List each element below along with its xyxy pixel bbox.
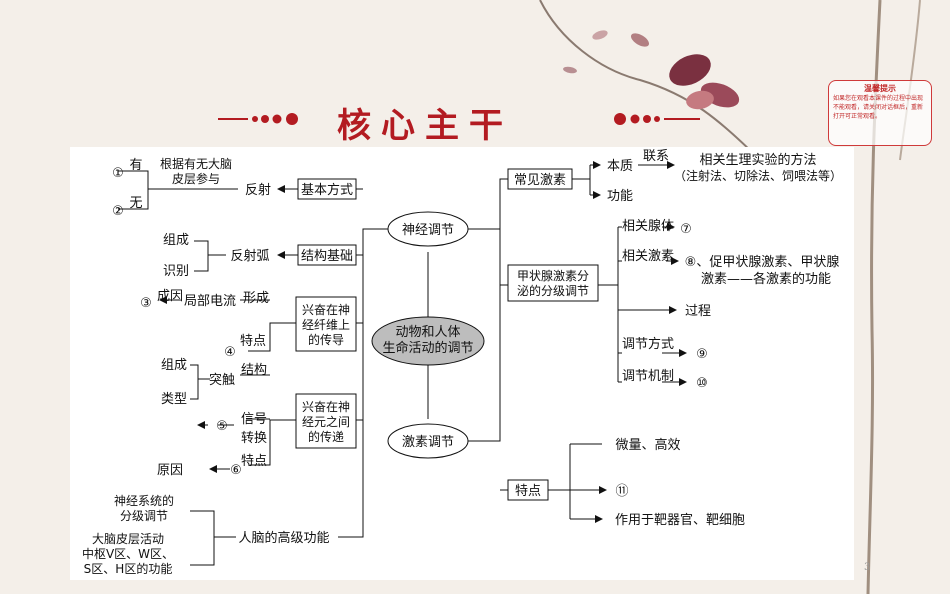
hormonal-regulation-label: 激素调节	[402, 435, 454, 450]
fiber-conduction-box	[295, 296, 357, 352]
page-number: 3	[864, 562, 871, 573]
hormone-functions-label: 激素——各激素的功能	[701, 271, 831, 287]
common-hormones-label: 常见激素	[514, 173, 566, 188]
signal-label: 信号	[241, 412, 267, 427]
between-neurons-box	[295, 393, 357, 449]
title-left-ornament	[218, 113, 298, 125]
blank-9: ⑨	[696, 347, 708, 362]
blank-5: ⑤	[216, 419, 228, 434]
thyroid-hierarchy-line2: 泌的分级调节	[517, 283, 589, 298]
blank-1: ①	[112, 166, 124, 181]
synapse-composition-label: 组成	[161, 358, 187, 373]
feature2-label: 特点	[241, 454, 267, 469]
cause-label: 成因	[157, 289, 183, 304]
blank-10: ⑩	[696, 376, 708, 391]
thyroid-hierarchy-line1: 甲状腺激素分	[517, 269, 589, 283]
related-hormones-label: 相关激素	[622, 249, 674, 264]
reflex-arc-label: 反射弧	[230, 248, 269, 264]
features-label: 特点	[515, 484, 541, 499]
blank-3: ③	[140, 296, 152, 311]
synapse-label: 突触	[209, 372, 235, 388]
cortex-basis-line1: 根据有无大脑	[160, 157, 232, 171]
neural-regulation-label: 神经调节	[402, 223, 454, 238]
structural-basis-box	[297, 244, 357, 266]
function-label: 功能	[607, 189, 633, 204]
related-glands-label: 相关腺体	[622, 219, 674, 234]
blank-11: ⑪	[615, 484, 628, 499]
between-neurons-line1: 兴奋在神	[302, 400, 350, 414]
process-label: 过程	[685, 304, 711, 319]
blank-6: ⑥	[230, 463, 242, 478]
fiber-conduction-line3: 的传导	[308, 332, 344, 347]
methods-label: （注射法、切除法、饲喂法等）	[674, 168, 842, 183]
neural-regulation-node	[387, 211, 469, 247]
fiber-conduction-line2: 经纤维上	[302, 318, 350, 332]
common-hormones-box	[507, 168, 573, 190]
cortex-basis-line2: 皮层参与	[172, 171, 220, 186]
experiment-label: 相关生理实验的方法	[699, 152, 816, 168]
concept-map-panel: 基本方式 反射 有 无 ① ② 根据有无大脑 皮层参与 结构基础 反射弧 组成 …	[70, 147, 854, 580]
cortex-language-line2: 中枢V区、W区、	[82, 546, 174, 561]
title-right-ornament	[614, 113, 700, 125]
blank-8-text: ⑧、促甲状腺激素、甲状腺	[685, 255, 840, 270]
blank-4: ④	[224, 345, 236, 360]
page-title: 核心主干	[337, 106, 513, 146]
petal-decoration	[563, 30, 650, 74]
tip-body: 如果您在观看本课件的过程中出现不能观看，请关闭对话框后，重新打开可正常观看。	[833, 95, 924, 120]
hormonal-regulation-node	[387, 423, 469, 459]
center-line1: 动物和人体	[395, 325, 460, 340]
tip-title: 温馨提示	[864, 84, 896, 93]
title-area: 核心主干	[215, 98, 635, 146]
between-neurons-line3: 的传递	[308, 429, 344, 444]
target-label: 作用于靶器官、靶细胞	[615, 512, 745, 528]
connector-lines	[118, 161, 687, 566]
structure-label: 结构	[241, 363, 267, 378]
thyroid-hierarchy-box	[507, 264, 599, 302]
higher-function-label: 人脑的高级功能	[238, 530, 329, 546]
branch-decoration	[539, 0, 761, 161]
none-label: 无	[129, 196, 142, 211]
regulation-mode-label: 调节方式	[622, 336, 674, 352]
fiber-conduction-line1: 兴奋在神	[302, 303, 350, 317]
tip-box: 温馨提示 如果您在观看本课件的过程中出现不能观看，请关闭对话框后，重新打开可正常…	[828, 80, 932, 146]
formation-label: 形成	[243, 291, 269, 306]
reflex-label: 反射	[245, 182, 271, 198]
regulation-mechanism-label: 调节机制	[622, 369, 674, 384]
connect-label: 联系	[643, 149, 669, 164]
has-label: 有	[129, 158, 142, 173]
feature-label: 特点	[240, 334, 266, 349]
cortex-language-line1: 大脑皮层活动	[92, 532, 164, 546]
butterfly-decoration	[669, 54, 740, 110]
essence-label: 本质	[607, 159, 633, 174]
concept-map: 基本方式 反射 有 无 ① ② 根据有无大脑 皮层参与 结构基础 反射弧 组成 …	[82, 149, 842, 576]
local-current-label: 局部电流	[184, 294, 236, 309]
blank-2: ②	[112, 204, 124, 219]
hierarchical-nervous-line2: 分级调节	[120, 509, 168, 523]
basic-mode-box	[297, 178, 357, 200]
conversion-label: 转换	[241, 431, 267, 446]
trace-efficient-label: 微量、高效	[615, 437, 680, 453]
basic-mode-label: 基本方式	[301, 182, 353, 198]
center-node	[371, 316, 485, 366]
reason-label: 原因	[157, 463, 183, 478]
identify-label: 识别	[163, 264, 189, 279]
hierarchical-nervous-line1: 神经系统的	[114, 493, 174, 508]
blank-7: ⑦	[680, 222, 692, 237]
composition-label: 组成	[163, 233, 189, 248]
between-neurons-line2: 经元之间	[302, 415, 350, 429]
structural-basis-label: 结构基础	[301, 249, 353, 264]
synapse-type-label: 类型	[161, 392, 187, 407]
cortex-language-line3: S区、H区的功能	[84, 561, 173, 576]
features-box	[507, 479, 549, 501]
center-line2: 生命活动的调节	[382, 340, 473, 356]
